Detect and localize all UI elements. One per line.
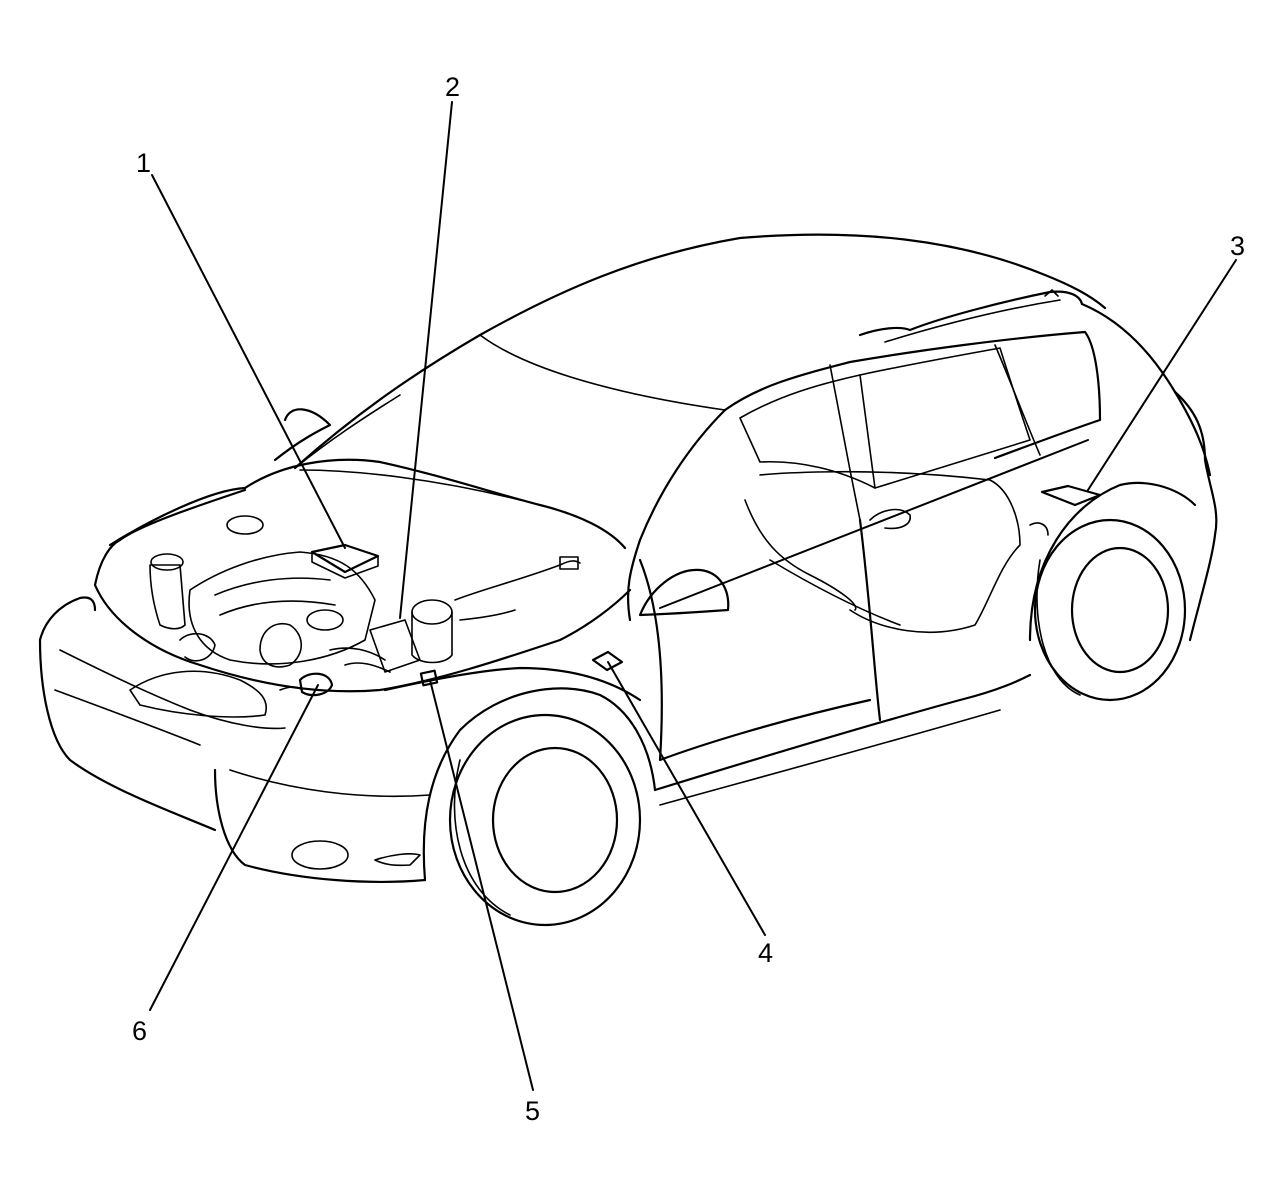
callout-4: 4	[758, 938, 773, 968]
rear-quarter-panel	[1173, 390, 1218, 642]
engine-mount	[179, 632, 216, 662]
rear-tire	[1033, 518, 1187, 702]
oil-filler-cap	[306, 609, 344, 631]
floor-line	[769, 559, 901, 626]
brake-booster	[411, 611, 453, 664]
callout-labels: 1 2 3 4 5 6	[132, 72, 1245, 1126]
callout-2: 2	[445, 72, 460, 102]
leader-line-3	[1087, 259, 1237, 491]
hood-underside	[299, 469, 521, 501]
front-bumper-right	[213, 768, 427, 883]
front-bumper-top	[38, 596, 97, 642]
rocker-panel-lower	[659, 709, 1001, 806]
sensor-lead	[279, 686, 303, 691]
front-wheel-rim	[491, 746, 619, 894]
grille-lower	[54, 689, 201, 746]
rear-seat-back	[759, 470, 1021, 634]
roof-rail-front	[858, 290, 1084, 337]
leader-line-6	[149, 684, 319, 1011]
c-pillar	[994, 344, 1041, 456]
callout-3: 3	[1230, 231, 1245, 261]
side-window-frame	[723, 330, 1102, 460]
leader-line-3b	[659, 439, 1089, 609]
callout-6: 6	[132, 1016, 147, 1046]
rear-wheel-rim	[1070, 546, 1170, 674]
engine-cam-cover	[214, 577, 336, 616]
callout-leaders	[149, 101, 1237, 1091]
engine-bay-outline	[93, 488, 632, 693]
roof-rail-inner	[884, 299, 1061, 343]
leader-line-1	[151, 174, 346, 549]
component-1-module	[310, 543, 380, 574]
brake-master-cylinder	[411, 599, 453, 625]
open-hood-outline	[243, 458, 627, 550]
fuse-block-area	[369, 619, 421, 673]
rear-tire-tread	[1036, 559, 1081, 696]
cable-right	[459, 609, 516, 621]
roof-rail-cap	[1044, 289, 1059, 297]
vehicle-illustration	[38, 233, 1218, 927]
hood-top-edge	[273, 408, 332, 462]
front-fascia	[38, 638, 217, 832]
rear-door-window	[859, 347, 1031, 489]
roof-outline	[293, 233, 1107, 470]
fog-lamp	[291, 840, 349, 870]
engine-cover	[188, 551, 376, 665]
windshield-top-edge	[479, 334, 726, 411]
intake-pipe	[149, 564, 186, 630]
rocker-panel	[653, 673, 1032, 792]
rear-component-3	[1040, 484, 1102, 507]
bumper-crease	[229, 769, 431, 798]
callout-5: 5	[525, 1096, 540, 1126]
side-marker	[374, 853, 421, 867]
leader-line-2	[399, 101, 453, 619]
grille	[59, 649, 286, 730]
front-seat	[744, 499, 857, 611]
component-4-part	[591, 650, 624, 672]
callout-1: 1	[136, 148, 151, 178]
headlamp-left	[129, 670, 267, 718]
leader-line-4	[607, 661, 766, 936]
wiring-lead	[454, 560, 581, 601]
front-wheel-arch	[422, 687, 657, 882]
right-fender	[383, 666, 642, 702]
coolant-cap	[226, 515, 264, 535]
intake-pipe-top	[150, 553, 184, 571]
connector-plug	[559, 556, 579, 570]
rear-connector	[1029, 522, 1049, 536]
rear-wheel-arch	[1028, 481, 1197, 642]
component-1-module-side	[311, 551, 379, 579]
b-pillar	[829, 364, 861, 521]
seat-detail	[869, 508, 911, 530]
windshield-left-edge	[294, 394, 401, 469]
component-6-sensor	[298, 672, 334, 697]
harness-bundle	[329, 647, 391, 673]
front-tire	[448, 713, 642, 927]
throttle-body	[259, 623, 303, 668]
leader-line-5	[429, 679, 534, 1091]
front-door-outline	[638, 558, 872, 762]
front-door-window	[739, 374, 876, 489]
rear-door-outline	[858, 518, 882, 722]
